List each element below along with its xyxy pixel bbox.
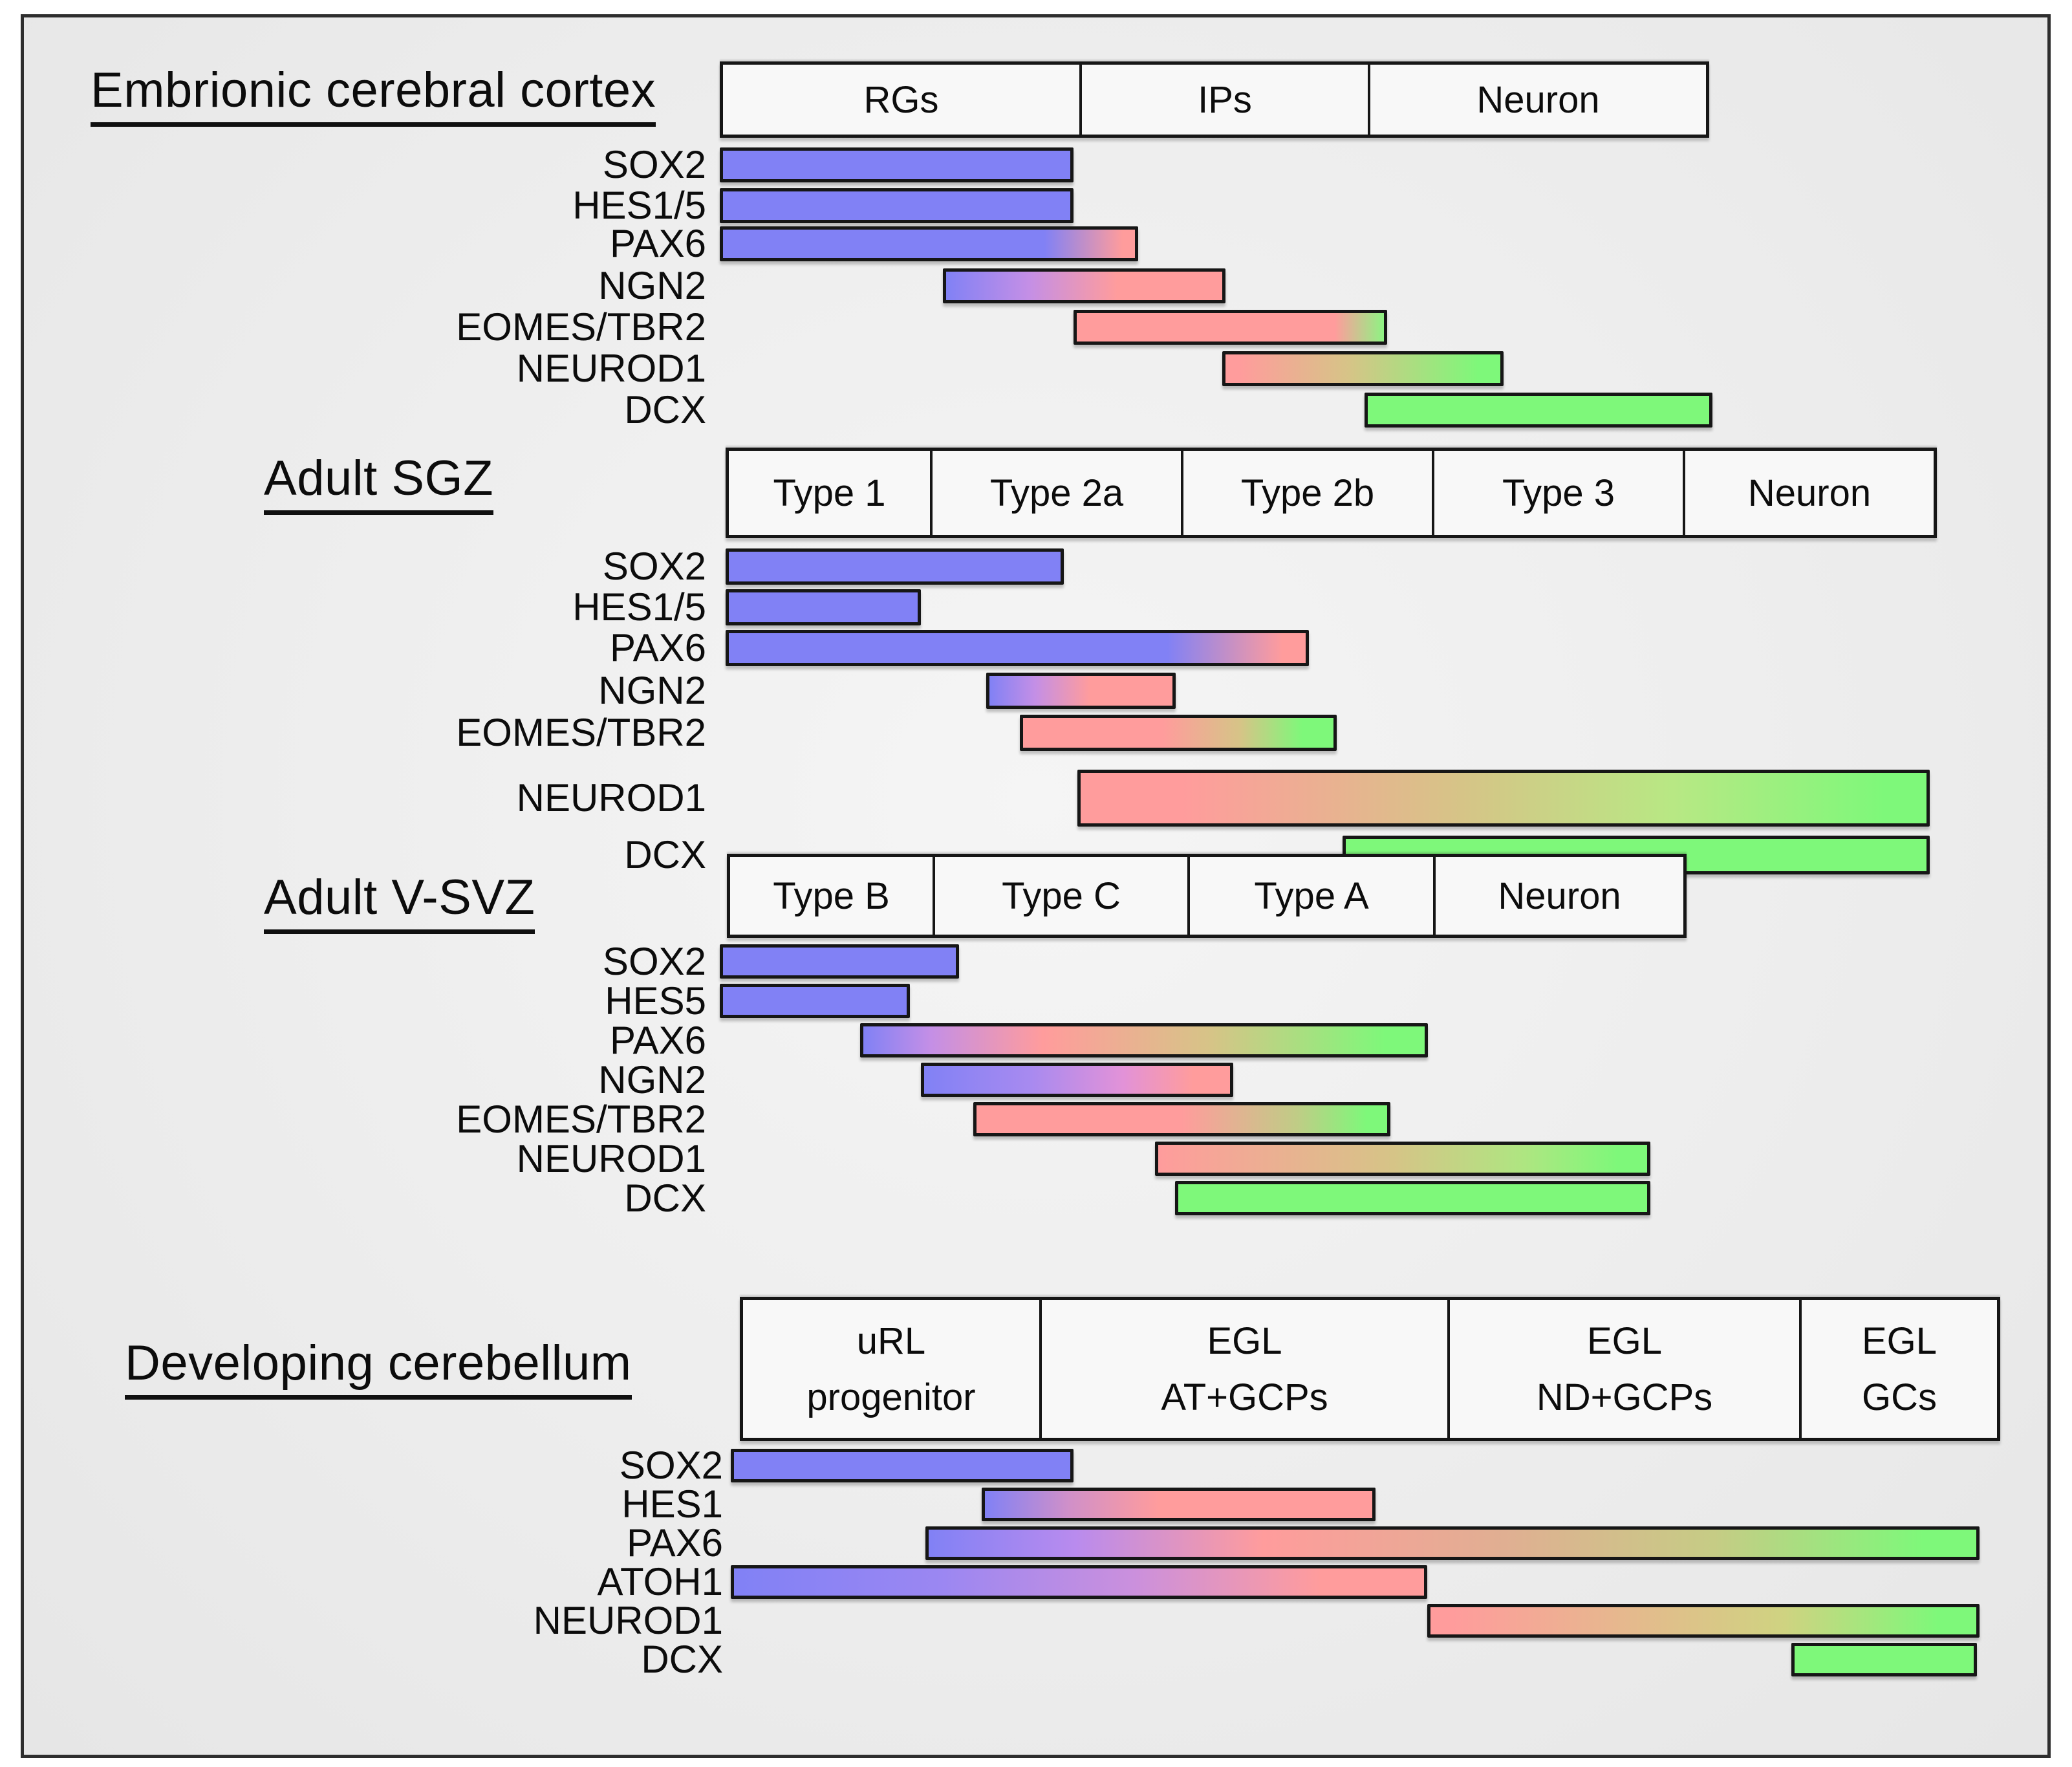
bar-sox2-adult-sgz [726, 548, 1064, 585]
bar-hes1-5-adult-sgz [726, 589, 921, 625]
gene-label-neurod1-adult-sgz: NEUROD1 [516, 776, 706, 819]
bar-dcx-adult-v-svz [1175, 1181, 1650, 1215]
gene-label-dcx-developing-cerebellum: DCX [641, 1638, 723, 1681]
bar-neurod1-adult-sgz [1077, 770, 1930, 827]
gene-label-hes1-5-embrionic-cerebral-cortex: HES1/5 [572, 184, 706, 227]
gene-label-ngn2-adult-sgz: NGN2 [598, 669, 706, 712]
bar-ngn2-embrionic-cerebral-cortex [943, 268, 1225, 303]
bar-eomes-tbr2-adult-sgz [1020, 715, 1337, 751]
gene-label-hes1-developing-cerebellum: HES1 [621, 1482, 723, 1526]
gene-label-ngn2-embrionic-cerebral-cortex: NGN2 [598, 264, 706, 307]
gene-label-eomes-tbr2-embrionic-cerebral-cortex: EOMES/TBR2 [456, 305, 706, 349]
stage-cell-url-progenitor: uRL progenitor [806, 1319, 976, 1418]
stage-cell-ips: IPs [1079, 65, 1368, 135]
bar-hes1-developing-cerebellum [982, 1488, 1376, 1521]
bar-pax6-developing-cerebellum [925, 1526, 1980, 1560]
stage-cell-egl-gcs: EGL GCs [1799, 1300, 1997, 1438]
stage-cell-neuron: Neuron [1433, 857, 1683, 935]
stage-cell-egl-at-gcps: EGL AT+GCPs [1039, 1300, 1447, 1438]
bar-eomes-tbr2-embrionic-cerebral-cortex [1074, 310, 1387, 345]
bar-ngn2-adult-v-svz [921, 1063, 1233, 1097]
gene-label-pax6-developing-cerebellum: PAX6 [627, 1521, 723, 1565]
gene-label-ngn2-adult-v-svz: NGN2 [598, 1057, 706, 1101]
section-title-developing-cerebellum: Developing cerebellum [125, 1338, 632, 1400]
section-title-adult-v-svz: Adult V-SVZ [264, 872, 535, 934]
gene-label-neurod1-embrionic-cerebral-cortex: NEUROD1 [516, 347, 706, 390]
bar-neurod1-adult-v-svz [1155, 1142, 1650, 1176]
bar-dcx-developing-cerebellum [1791, 1643, 1977, 1676]
gene-label-pax6-adult-sgz: PAX6 [610, 626, 706, 669]
stage-cell-type-c: Type C [933, 857, 1187, 935]
bar-atoh1-developing-cerebellum [731, 1565, 1427, 1599]
bar-neurod1-developing-cerebellum [1427, 1604, 1980, 1638]
gene-label-dcx-embrionic-cerebral-cortex: DCX [624, 388, 706, 431]
gene-label-dcx-adult-v-svz: DCX [624, 1176, 706, 1220]
stage-cell-type-2b: Type 2b [1181, 451, 1432, 535]
stage-cell-type-b: Type B [773, 874, 890, 917]
gene-label-neurod1-developing-cerebellum: NEUROD1 [533, 1599, 723, 1642]
gene-label-dcx-adult-sgz: DCX [624, 833, 706, 876]
bar-neurod1-embrionic-cerebral-cortex [1222, 351, 1504, 386]
stage-cell-egl-nd-gcps: EGL ND+GCPs [1447, 1300, 1799, 1438]
gene-label-sox2-adult-sgz: SOX2 [602, 545, 706, 588]
bar-pax6-adult-v-svz [860, 1023, 1428, 1057]
bar-eomes-tbr2-adult-v-svz [973, 1102, 1390, 1136]
bar-pax6-embrionic-cerebral-cortex [720, 226, 1138, 261]
bar-pax6-adult-sgz [726, 630, 1309, 666]
bar-sox2-embrionic-cerebral-cortex [720, 147, 1074, 182]
bar-hes5-adult-v-svz [720, 984, 910, 1018]
gene-label-hes1-5-adult-sgz: HES1/5 [572, 585, 706, 629]
stage-cell-neuron: Neuron [1368, 65, 1706, 135]
stage-cell-type-2a: Type 2a [930, 451, 1181, 535]
gene-label-neurod1-adult-v-svz: NEUROD1 [516, 1136, 706, 1180]
gene-label-sox2-developing-cerebellum: SOX2 [619, 1444, 723, 1487]
bar-ngn2-adult-sgz [986, 673, 1176, 709]
gene-label-hes5-adult-v-svz: HES5 [605, 979, 706, 1023]
bar-dcx-embrionic-cerebral-cortex [1365, 393, 1712, 428]
stage-cell-rgs: RGs [863, 78, 939, 121]
gene-label-eomes-tbr2-adult-v-svz: EOMES/TBR2 [456, 1097, 706, 1141]
stage-cell-type-a: Type A [1187, 857, 1433, 935]
stage-cell-neuron: Neuron [1683, 451, 1934, 535]
gene-label-pax6-adult-v-svz: PAX6 [610, 1018, 706, 1062]
stage-cell-type-1: Type 1 [773, 472, 886, 514]
stage-cell-type-3: Type 3 [1432, 451, 1683, 535]
bar-sox2-adult-v-svz [720, 944, 959, 979]
gene-label-eomes-tbr2-adult-sgz: EOMES/TBR2 [456, 711, 706, 754]
gene-label-sox2-embrionic-cerebral-cortex: SOX2 [602, 143, 706, 186]
gene-label-atoh1-developing-cerebellum: ATOH1 [597, 1560, 723, 1603]
gene-label-sox2-adult-v-svz: SOX2 [602, 939, 706, 983]
gene-label-pax6-embrionic-cerebral-cortex: PAX6 [610, 222, 706, 265]
bar-sox2-developing-cerebellum [731, 1449, 1074, 1482]
section-title-embrionic-cerebral-cortex: Embrionic cerebral cortex [91, 65, 656, 127]
section-title-adult-sgz: Adult SGZ [264, 453, 494, 515]
bar-hes1-5-embrionic-cerebral-cortex [720, 188, 1074, 223]
